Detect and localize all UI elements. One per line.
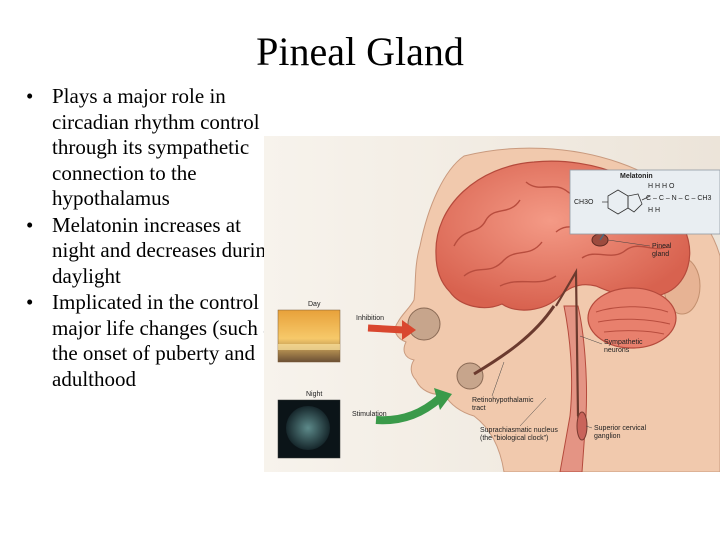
label-melatonin: Melatonin bbox=[620, 173, 653, 180]
bullet-item: •Plays a major role in circadian rhythm … bbox=[26, 84, 260, 210]
superior-cervical-ganglion bbox=[576, 411, 588, 441]
molecule-row3: H H bbox=[648, 207, 660, 214]
bullet-item: •Melatonin increases at night and decrea… bbox=[26, 212, 277, 288]
inhibition-arrowhead bbox=[402, 320, 416, 340]
slide-title: Pineal Gland bbox=[256, 29, 464, 74]
moon-icon bbox=[286, 406, 330, 450]
label-sympathetic-neurons: Sympathetic neurons bbox=[604, 339, 644, 354]
bullet-dot: • bbox=[26, 84, 34, 108]
stimulation-arrow bbox=[375, 394, 443, 425]
leader-lines bbox=[491, 239, 651, 429]
melatonin-inset bbox=[569, 169, 720, 235]
label-night: Night bbox=[306, 391, 322, 398]
label-day: Day bbox=[308, 301, 321, 308]
label-retinohypothalamic: Retinohypothalamic tract bbox=[472, 397, 535, 412]
molecule-row1: H H H O bbox=[648, 183, 675, 190]
bullet-dot: • bbox=[26, 212, 34, 237]
cerebellum bbox=[587, 287, 677, 349]
bullet-item: •Implicated in the control of major life… bbox=[26, 290, 282, 391]
bullet-list: •Plays a major role in circadian rhythm … bbox=[22, 84, 284, 393]
cerebellum-folds bbox=[595, 306, 671, 335]
stimulation-arrowhead bbox=[434, 388, 452, 410]
molecule-row2: C – C – N – C – CH3 bbox=[646, 195, 711, 202]
retinohypothalamic-tract bbox=[473, 305, 556, 376]
label-suprachiasmatic: Suprachiasmatic nucleus (the "biological… bbox=[480, 427, 560, 442]
label-superior-cervical: Superior cervical ganglion bbox=[594, 425, 648, 440]
inset-pointer bbox=[599, 233, 605, 241]
inhibition-arrow bbox=[367, 324, 405, 334]
eye bbox=[407, 307, 441, 341]
bullet-dot: • bbox=[26, 290, 34, 314]
eye-lower bbox=[456, 362, 484, 390]
label-pineal-line2: gland bbox=[652, 251, 669, 258]
label-stimulation: Stimulation bbox=[352, 411, 387, 418]
day-image bbox=[277, 309, 341, 363]
molecule-ch3o: CH3O bbox=[574, 199, 594, 206]
label-inhibition: Inhibition bbox=[356, 315, 384, 322]
pineal-gland-illustration: Day Night Inhibition Stimulation Melaton… bbox=[264, 136, 720, 472]
label-pineal-gland: Pineal gland bbox=[652, 243, 673, 258]
label-pineal-line1: Pineal bbox=[652, 243, 672, 250]
